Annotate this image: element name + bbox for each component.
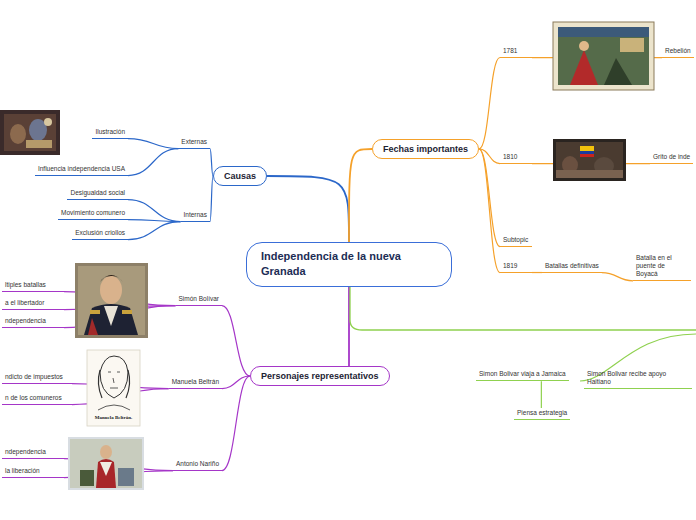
main-topic: Causas: [213, 166, 267, 186]
topic-text: Externas: [181, 138, 207, 146]
branch-line: [479, 149, 500, 247]
branch-line: [222, 306, 250, 376]
subtopic: Piensa estrategia: [514, 408, 570, 420]
portrait: [75, 263, 148, 338]
branch-line: [541, 381, 542, 408]
branch-line: [602, 273, 633, 281]
date-topic: 1819: [500, 261, 532, 273]
topic-text: Subtopic: [503, 236, 529, 244]
branch-line: [532, 272, 542, 273]
date-topic: 1810: [500, 152, 532, 164]
subtopic: Desigualdad social: [67, 188, 128, 200]
topic-text: la liberación: [5, 467, 61, 475]
subtopic: Simon Bolivar viaja a Jamaica: [476, 369, 569, 381]
branch-line: [128, 220, 181, 222]
subtopic: a el libertador: [2, 298, 64, 310]
topic-text: Rebelión: [665, 47, 691, 55]
branch-line: [479, 149, 500, 273]
painting: [553, 139, 626, 181]
subtopic: Influencia independencia USA: [35, 164, 128, 176]
topic-text: Desigualdad social: [70, 189, 125, 197]
subtopic: Internas: [181, 210, 211, 222]
topic-text: Antonio Nariño: [176, 460, 219, 468]
topic-text: 1781: [503, 47, 529, 55]
branch-line: [267, 176, 349, 242]
branch-line: [349, 149, 372, 242]
subtopic: ndependencia: [2, 447, 64, 459]
topic-text: 1819: [503, 262, 529, 270]
subtopic: ltiples batallas: [2, 280, 64, 292]
topic-text: ndependencia: [5, 448, 61, 456]
topic-text: Simon Bolivar viaja a Jamaica: [479, 370, 566, 378]
topic-text: Piensa estrategia: [517, 409, 567, 417]
branch-line: [128, 149, 178, 176]
subtopic: Subtopic: [500, 235, 532, 247]
person-topic: Simón Bolívar: [176, 294, 222, 306]
topic-text: Grito de inde: [653, 153, 690, 161]
branch-line: [479, 58, 500, 149]
subtopic: ndependencia: [2, 316, 64, 328]
topic-text: ltiples batallas: [5, 281, 61, 289]
subtopic: Grito de inde: [650, 152, 693, 164]
branch-line: [128, 139, 178, 149]
subtopic: Ilustración: [92, 127, 128, 139]
topic-text: Fechas importantes: [383, 144, 468, 154]
topic-text: ndependencia: [5, 317, 61, 325]
central-topic: Independencia de la nueva Granada: [246, 242, 452, 287]
topic-text: Batalla en el puente de Boyacá: [636, 254, 688, 278]
topic-text: n de los comuneros: [5, 394, 69, 402]
topic-text: Causas: [224, 171, 256, 181]
subtopic: Batalla en el puente de Boyacá: [633, 253, 691, 281]
branch-line: [210, 176, 213, 222]
subtopic: ndicto de impuestos: [2, 372, 72, 384]
topic-text: Ilustración: [95, 128, 125, 136]
topic-text: Influencia independencia USA: [38, 165, 125, 173]
branch-line: [222, 376, 250, 471]
topic-text: Personajes representativos: [261, 371, 379, 381]
subtopic: la liberación: [2, 466, 64, 478]
branch-line: [128, 200, 181, 222]
person-topic: Manuela Beltrán: [169, 377, 222, 389]
sketch-portrait: [87, 350, 140, 426]
topic-text: Movimiento comunero: [61, 209, 125, 217]
topic-text: 1810: [503, 153, 529, 161]
date-topic: 1781: [500, 46, 532, 58]
subtopic: Exclusión criollos: [72, 228, 128, 240]
person-topic: Antonio Nariño: [173, 459, 222, 471]
topic-text: Internas: [184, 211, 208, 219]
topic-text: Manuela Beltrán: [172, 378, 219, 386]
topic-text: Independencia de la nueva Granada: [261, 249, 437, 280]
subtopic: Externas: [178, 137, 210, 149]
topic-text: Exclusión criollos: [75, 229, 125, 237]
topic-text: Batallas definitivas: [545, 262, 599, 270]
topic-text: Simon Bolivar recibe apoyo Haitiano: [587, 370, 689, 386]
subtopic: Movimiento comunero: [58, 208, 128, 220]
main-topic: Personajes representativos: [250, 366, 390, 386]
branch-line: [128, 222, 181, 240]
subtopic: n de los comuneros: [2, 393, 72, 405]
portrait: [68, 437, 144, 490]
main-topic: Fechas importantes: [372, 139, 479, 159]
topic-text: Simón Bolívar: [179, 295, 219, 303]
picture-caption: Manuela Beltrán.: [89, 415, 138, 420]
green-branch-line: [350, 282, 696, 330]
topic-text: ndicto de impuestos: [5, 373, 69, 381]
topic-text: a el libertador: [5, 299, 61, 307]
subtopic: Batallas definitivas: [542, 261, 602, 273]
stamp-picture: [553, 22, 654, 90]
subtopic: Simon Bolivar recibe apoyo Haitiano: [584, 369, 692, 389]
subtopic: Rebelión: [662, 46, 694, 58]
painting: [0, 110, 60, 155]
branch-line: [222, 376, 250, 389]
